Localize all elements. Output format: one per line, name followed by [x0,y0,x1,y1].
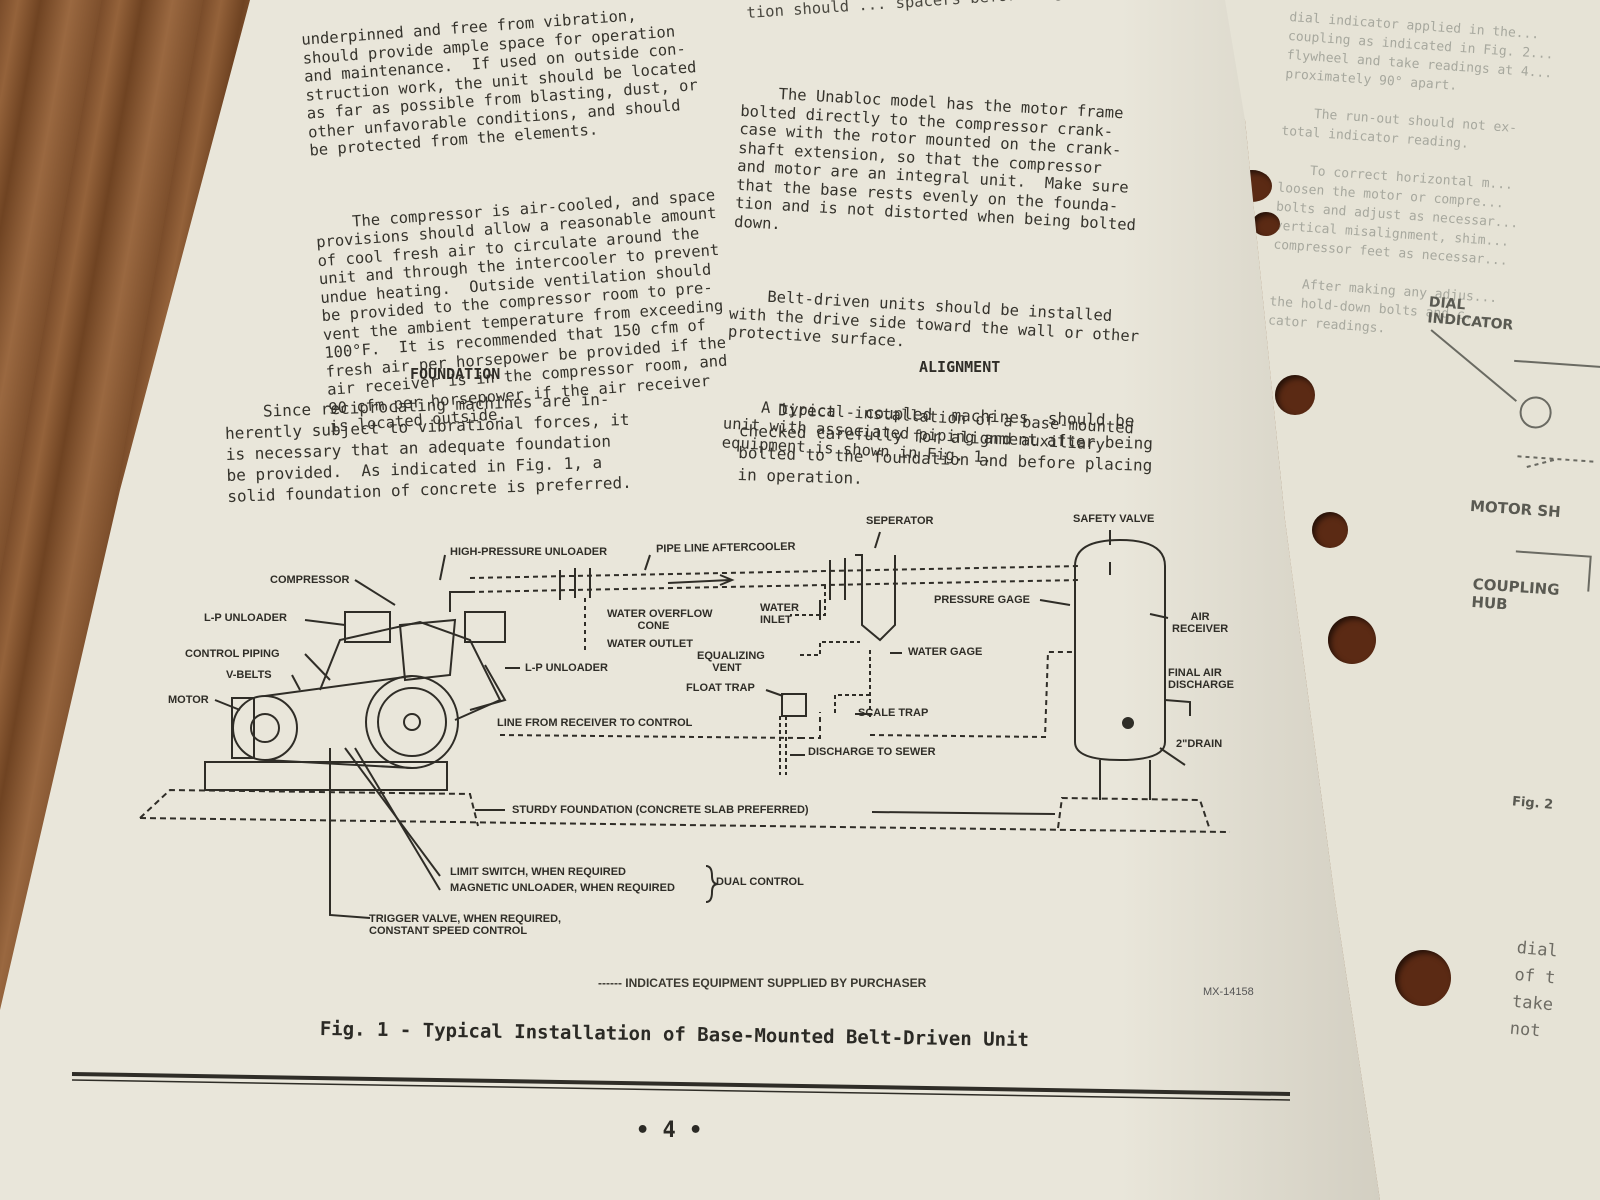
label-v-belts: V-BELTS [226,669,272,681]
label-pressure-gage: PRESSURE GAGE [934,594,1030,606]
binder-hole [1312,512,1348,548]
label-magnetic-unloader: MAGNETIC UNLOADER, WHEN REQUIRED [450,882,675,894]
label-lp-unloader-left: L-P UNLOADER [204,612,287,624]
label-air-receiver: AIR RECEIVER [1172,611,1229,635]
label-drain: 2"DRAIN [1176,738,1223,750]
binder-hole [1275,375,1315,415]
label-control-piping: CONTROL PIPING [185,648,280,660]
page-number: • 4 • [636,1118,703,1143]
label-lp-unloader-right: L-P UNLOADER [525,662,608,674]
label-high-pressure-unloader: HIGH-PRESSURE UNLOADER [450,546,608,558]
label-limit-switch: LIMIT SWITCH, WHEN REQUIRED [450,866,626,878]
label-dual-control: DUAL CONTROL [716,876,804,888]
binder-hole [1395,950,1451,1006]
legend-note: ------ INDICATES EQUIPMENT SUPPLIED BY P… [598,976,927,990]
label-line-from-receiver: LINE FROM RECEIVER TO CONTROL [497,717,693,729]
label-seperator: SEPERATOR [866,515,934,527]
label-equalizing-vent: EQUALIZING VENT [697,650,765,674]
label-sturdy-foundation: STURDY FOUNDATION (CONCRETE SLAB PREFERR… [512,804,809,816]
label-motor: MOTOR [168,694,209,706]
label-scale-trap: SCALE TRAP [858,707,929,719]
label-water-gage: WATER GAGE [908,646,983,658]
label-float-trap: FLOAT TRAP [686,682,755,694]
foundation-heading: FOUNDATION [410,365,501,383]
label-safety-valve: SAFETY VALVE [1073,513,1155,525]
label-discharge-to-sewer: DISCHARGE TO SEWER [808,746,936,758]
label-water-outlet: WATER OUTLET [607,638,693,650]
label-compressor: COMPRESSOR [270,574,350,586]
label-trigger-valve: TRIGGER VALVE, WHEN REQUIRED, CONSTANT S… [369,913,562,937]
label-water-overflow-cone: WATER OVERFLOW CONE [607,608,713,632]
binder-hole [1328,616,1376,664]
drawing-reference: MX-14158 [1203,986,1254,998]
label-final-air-discharge: FINAL AIR DISCHARGE [1168,667,1235,691]
binder-hole [1252,212,1280,236]
label-water-inlet: WATER INLET [760,602,799,626]
alignment-heading: ALIGNMENT [919,358,1001,376]
